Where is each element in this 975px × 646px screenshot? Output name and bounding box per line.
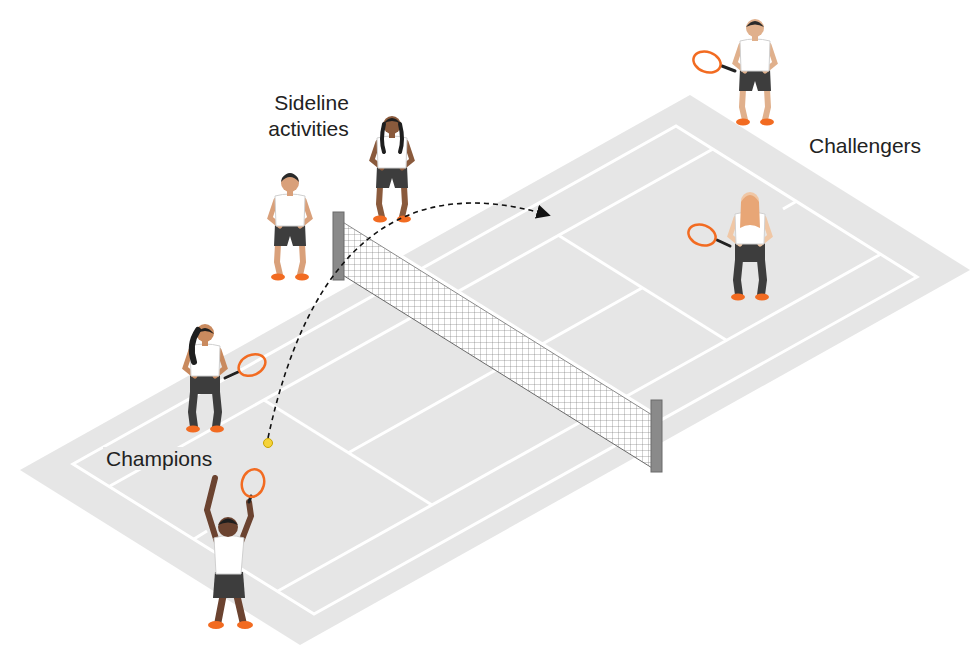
- net: [333, 212, 662, 472]
- player-server: [207, 467, 267, 629]
- player-sideline-girl: [372, 116, 412, 223]
- label-text: Sideline activities: [268, 91, 352, 140]
- label-text: Challengers: [806, 134, 924, 157]
- tennis-ball: [264, 439, 273, 448]
- court-label: Champions: [103, 446, 215, 472]
- label-text: Champions: [103, 447, 215, 470]
- net-post: [651, 400, 662, 472]
- court-lines: [73, 126, 917, 614]
- ball-path: [264, 203, 549, 447]
- court-ground: [20, 95, 970, 645]
- player-challenger-woman: [685, 192, 770, 301]
- player-sideline-boy: [270, 0, 310, 281]
- court-label: Challengers: [806, 133, 924, 159]
- player-challenger-man: [690, 19, 775, 126]
- court: [20, 95, 970, 645]
- player-champion-woman: [185, 324, 269, 433]
- court-label: Sideline activities: [255, 90, 365, 143]
